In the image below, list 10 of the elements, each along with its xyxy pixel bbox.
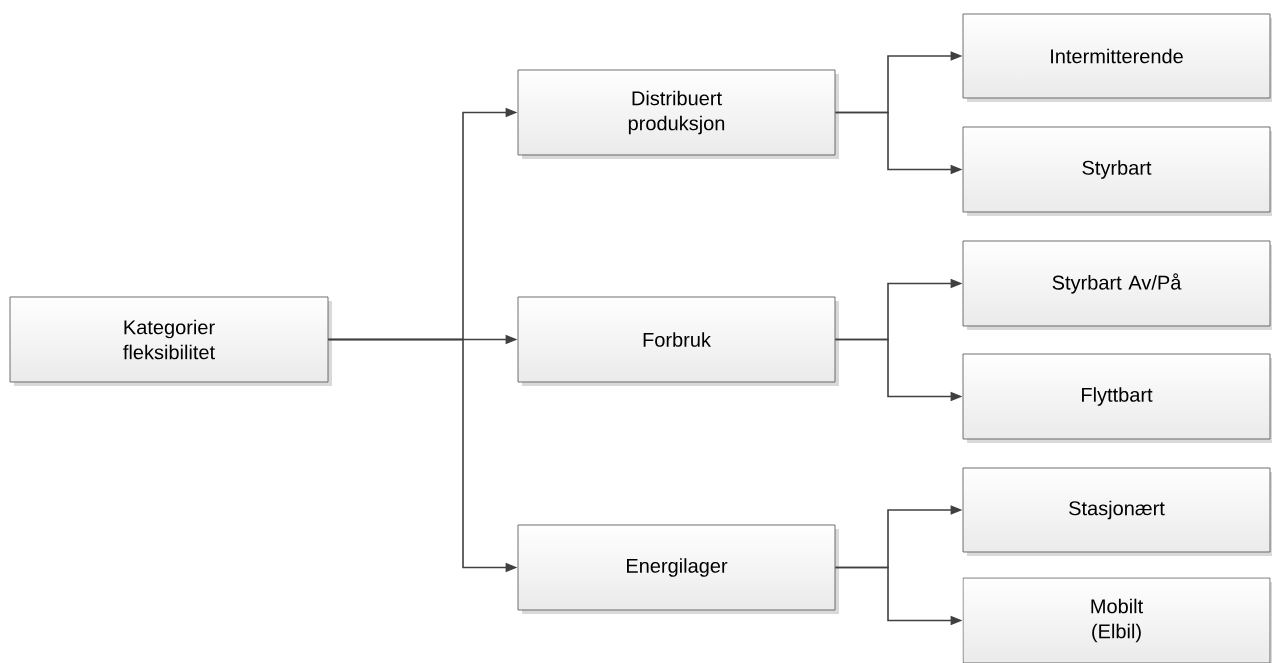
category-box: Mobilt (Elbil) (962, 577, 1272, 663)
category-box: Styrbart (962, 126, 1272, 216)
category-box: Styrbart Av/På (962, 240, 1272, 330)
category-box: Flyttbart (962, 353, 1272, 443)
category-box: Forbruk (517, 296, 839, 386)
category-box: Kategorier fleksibilitet (9, 296, 332, 386)
category-box: Stasjonært (962, 467, 1272, 556)
category-box: Distribuert produksjon (517, 69, 839, 159)
category-box: Intermitterende (962, 13, 1272, 102)
category-box: Energilager (517, 524, 839, 614)
